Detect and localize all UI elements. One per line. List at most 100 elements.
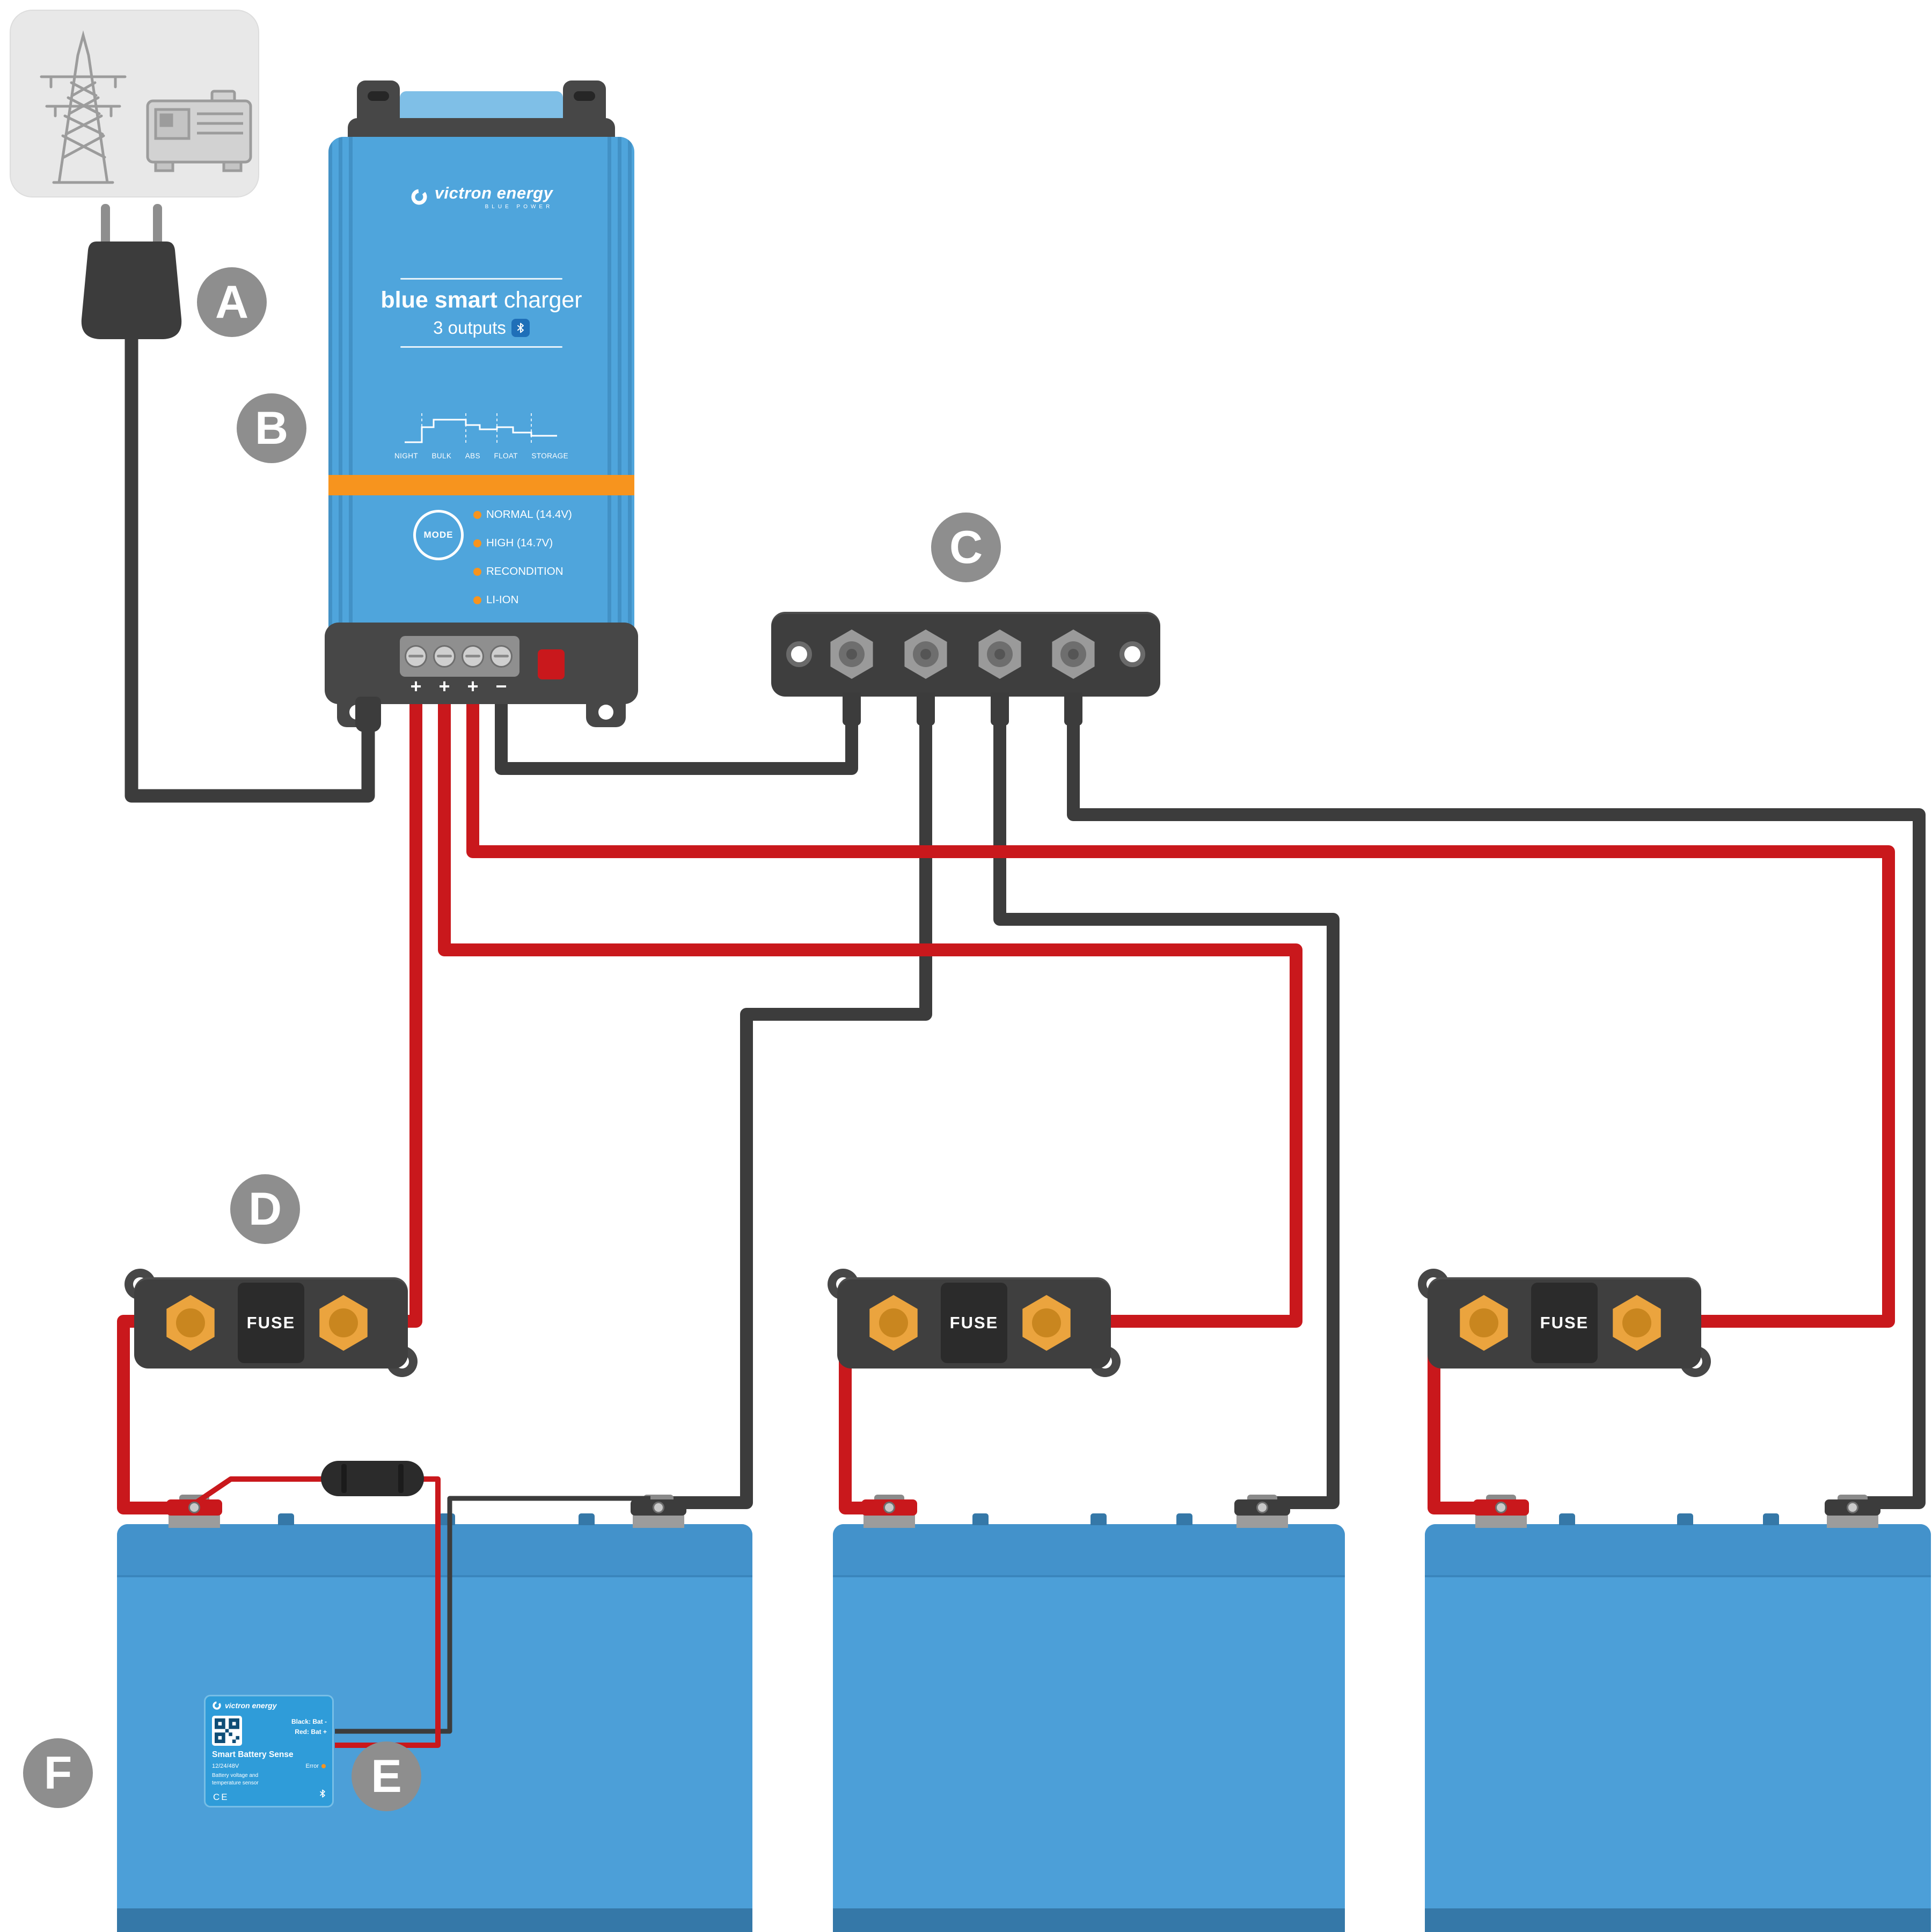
battery1-positive-terminal: [166, 1495, 222, 1528]
battery2-positive-terminal: [861, 1495, 917, 1528]
sense-brand: victron energy: [225, 1701, 277, 1710]
smart-battery-sense: victron energy Black: Bat - Red: Bat + S…: [204, 1695, 334, 1807]
led-indicator-icon: [473, 567, 481, 576]
battery-vent-icon: [1677, 1513, 1693, 1525]
charger-divider-bottom: [400, 346, 562, 348]
charger-outputs-label: 3 outputs: [433, 318, 506, 338]
busbar: [771, 612, 1160, 726]
callout-d: D: [230, 1174, 300, 1244]
battery-vent-icon: [972, 1513, 989, 1525]
fuse-label: FUSE: [941, 1283, 1007, 1363]
charge-stage-labels: NIGHT BULK ABS FLOAT STORAGE: [394, 452, 568, 460]
sense-title: Smart Battery Sense: [212, 1750, 294, 1759]
callout-b: B: [237, 393, 306, 463]
charger-terminal-block: [400, 636, 519, 677]
battery-seam: [1425, 1575, 1931, 1577]
mount-hole-icon: [598, 705, 613, 720]
bluetooth-icon: [511, 319, 530, 337]
busbar-lug-3: [991, 692, 1009, 726]
fuse-holder-1: FUSE: [125, 1269, 418, 1377]
fuse-holder-2: FUSE: [828, 1269, 1121, 1377]
terminal-screw-icon: [490, 645, 513, 668]
ac-plug-icon: [81, 204, 182, 339]
charger-mount-tab-left: [357, 80, 400, 119]
wire-charger-output2-to-fuse2: [438, 687, 1302, 1328]
stage-label: NIGHT: [394, 452, 418, 460]
ac-source-box: [10, 10, 259, 197]
stage-label: BULK: [431, 452, 452, 460]
busbar-lug-1: [843, 692, 861, 726]
battery-seam: [117, 1575, 752, 1577]
battery-vent-icon: [278, 1513, 294, 1525]
mount-hole-icon: [786, 641, 812, 667]
battery-2: [833, 1495, 1345, 1932]
battery-vent-icon: [1091, 1513, 1107, 1525]
terminal-sign-plus3: +: [467, 675, 479, 697]
battery-lid: [1425, 1524, 1931, 1575]
charger-brand: victron energy: [434, 184, 553, 202]
negative-lug-icon: [631, 1499, 686, 1516]
battery3-positive-terminal: [1473, 1495, 1529, 1528]
battery2-negative-terminal: [1234, 1495, 1290, 1528]
stage-label: STORAGE: [531, 452, 568, 460]
charger-divider-top: [400, 278, 562, 280]
battery-vent-icon: [1176, 1513, 1192, 1525]
busbar-terminal-3: [978, 630, 1021, 679]
battery-base: [117, 1908, 752, 1932]
fuse-label: FUSE: [238, 1283, 304, 1363]
led-indicator-icon: [473, 539, 481, 547]
callout-e: E: [352, 1741, 421, 1811]
generator-icon: [146, 90, 252, 172]
led-row-normal: NORMAL (14.4V): [473, 508, 572, 521]
inline-fuse: [321, 1461, 424, 1496]
battery-vent-icon: [1763, 1513, 1779, 1525]
sense-description: Battery voltage and temperature sensor: [212, 1773, 259, 1786]
led-indicator-icon: [473, 510, 481, 519]
mount-hole-icon: [1119, 641, 1145, 667]
led-label: HIGH (14.7V): [486, 537, 553, 549]
power-pylon-icon: [40, 30, 127, 184]
charger-foot-right: [586, 695, 626, 727]
mount-slot-icon: [574, 91, 595, 101]
battery-base: [1425, 1908, 1931, 1932]
charger-brand-tagline: BLUE POWER: [485, 204, 553, 210]
busbar-lug-2: [917, 692, 935, 726]
terminal-screw-icon: [433, 645, 456, 668]
inline-fuse-joint: [341, 1464, 347, 1493]
sense-header: victron energy: [212, 1701, 276, 1710]
battery-vent-icon: [579, 1513, 595, 1525]
sense-voltage: 12/24/48V: [212, 1763, 239, 1769]
busbar-terminal-2: [904, 630, 947, 679]
battery-base: [833, 1908, 1345, 1932]
battery1-negative-terminal: [631, 1495, 686, 1528]
wire-busbar-to-battery1-negative: [663, 708, 932, 1509]
sense-wire-red-b: [335, 1476, 441, 1748]
led-row-liion: LI-ION: [473, 594, 518, 606]
sense-black-pin-label: Black: Bat -: [291, 1718, 327, 1725]
wire-charger-negative-to-busbar: [495, 687, 858, 775]
led-label: NORMAL (14.4V): [486, 508, 572, 521]
sense-pin-labels: Black: Bat - Red: Bat +: [291, 1717, 327, 1737]
error-led-icon: [321, 1764, 326, 1768]
charger-mount-tab-right: [563, 80, 606, 119]
terminal-sign-plus2: +: [438, 675, 450, 697]
terminal-screw-icon: [405, 645, 427, 668]
charger-body: [328, 137, 634, 668]
callout-f: F: [23, 1738, 93, 1808]
positive-lug-icon: [861, 1499, 917, 1516]
sense-error-row: Error: [306, 1763, 326, 1769]
charger-rib-left: [328, 137, 355, 668]
wire-charger-output3-to-fuse3: [466, 687, 1895, 1328]
terminal-sign-plus1: +: [410, 675, 422, 697]
bluetooth-icon: [318, 1788, 327, 1802]
battery-lid: [117, 1524, 752, 1575]
charge-curve-icon: [405, 413, 557, 444]
terminal-screw-icon: [462, 645, 484, 668]
wire-ac-mains: [125, 330, 375, 803]
charger-rib-right: [608, 137, 634, 668]
led-indicator-icon: [473, 596, 481, 604]
fuse-label: FUSE: [1531, 1283, 1598, 1363]
charger-outputs-line: 3 outputs: [347, 318, 616, 338]
